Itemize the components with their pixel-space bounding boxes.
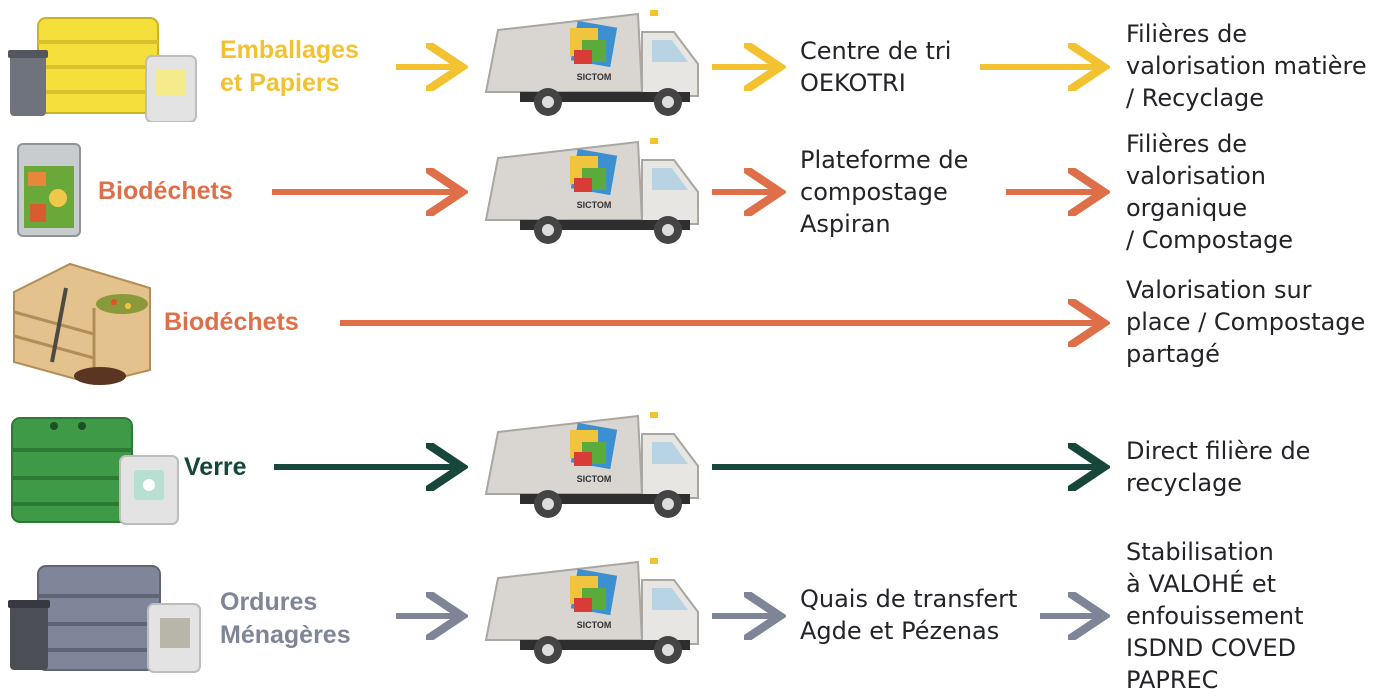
category-label-biodechets: Biodéchets xyxy=(98,177,233,205)
glass-bins-icon xyxy=(11,417,179,525)
truck-brand-label: SICTOM xyxy=(577,200,612,210)
step-plateforme-compostage: Plateforme de compostage Aspiran xyxy=(800,146,969,238)
grey-bins-icon xyxy=(8,565,201,673)
destination-recyclage: Filières de valorisation matière / Recyc… xyxy=(1126,20,1367,112)
truck-icon-row2: SICTOM xyxy=(484,138,699,244)
step-centre-de-tri: Centre de tri OEKOTRI xyxy=(800,37,952,97)
category-label-biodechets-local: Biodéchets xyxy=(164,308,299,336)
category-label-ordures: Ordures Ménagères xyxy=(220,588,351,649)
step-quais-de-transfert: Quais de transfert Agde et Pézenas xyxy=(800,585,1018,645)
truck-brand-label: SICTOM xyxy=(577,474,612,484)
truck-brand-label: SICTOM xyxy=(577,72,612,82)
yellow-bins-icon xyxy=(8,17,197,122)
truck-icon-row5: SICTOM xyxy=(484,558,699,664)
biowaste-bin-icon xyxy=(17,143,81,237)
destination-enfouissement: Stabilisation à VALOHÉ et enfouissement … xyxy=(1126,538,1304,694)
compost-crates-icon xyxy=(13,262,151,386)
truck-brand-label: SICTOM xyxy=(577,620,612,630)
destination-compostage: Filières de valorisation organique / Com… xyxy=(1126,130,1294,254)
destination-filiere-verre: Direct filière de recyclage xyxy=(1126,437,1311,497)
truck-icon-row1: SICTOM xyxy=(484,10,699,116)
destination-compostage-partage: Valorisation sur place / Compostage part… xyxy=(1126,276,1366,368)
truck-icon-row4: SICTOM xyxy=(484,412,699,518)
category-label-emballages: Emballages et Papiers xyxy=(220,36,359,97)
category-label-verre: Verre xyxy=(184,453,247,481)
